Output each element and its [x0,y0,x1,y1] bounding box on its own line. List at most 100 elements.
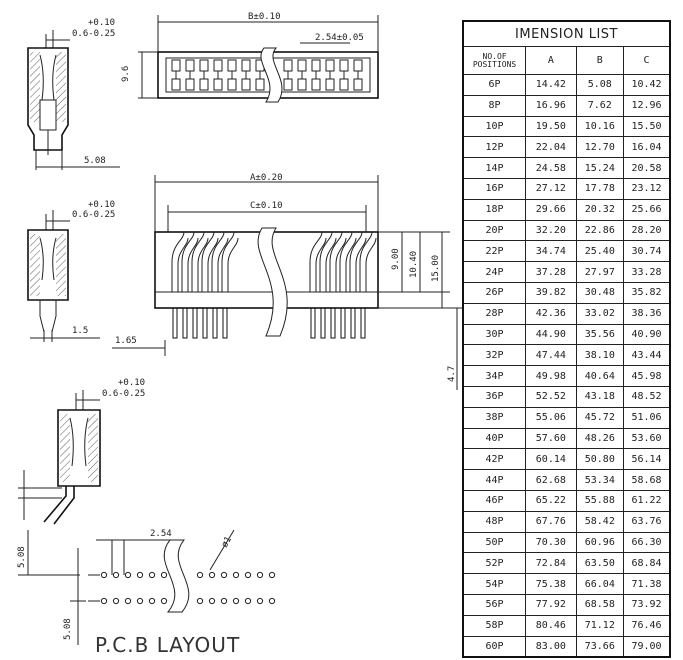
cell-b: 58.42 [575,510,625,533]
top-pin [339,78,349,91]
cell-b: 33.02 [575,302,625,325]
column-header-a: A [525,46,577,75]
pcb-hole [208,597,216,605]
pcb-hole [232,597,240,605]
cell-positions: 42P [462,448,527,471]
top-pin [241,59,251,72]
pcb-hole [148,597,156,605]
cell-a: 22.04 [525,136,577,159]
cell-c: 38.36 [623,302,671,325]
cell-positions: 56P [462,593,527,616]
top-pin [297,59,307,72]
top-pin [213,78,223,91]
front-contact [211,231,225,292]
front-contact [197,237,209,292]
front-lead [320,307,326,339]
cell-b: 15.24 [575,157,625,179]
cell-a: 83.00 [525,635,577,658]
front-contact [339,231,353,292]
lead-offset-label: 1.65 [115,336,137,346]
cell-a: 47.44 [525,344,577,367]
cell-b: 12.70 [575,136,625,159]
cell-positions: 60P [462,635,527,658]
pcb-hole [100,571,108,579]
cell-a: 16.96 [525,94,577,117]
side2-tolerance-range: 0.6-0.25 [72,210,115,220]
cell-c: 20.58 [623,157,671,179]
cell-positions: 38P [462,406,527,429]
cell-b: 50.80 [575,448,625,471]
cell-a: 60.14 [525,448,577,471]
pcb-hole [244,597,252,605]
cell-b: 27.97 [575,261,625,283]
cell-a: 75.38 [525,573,577,595]
cell-a: 44.90 [525,323,577,346]
cell-c: 73.92 [623,593,671,616]
cell-positions: 6P [462,74,527,96]
cell-c: 66.30 [623,531,671,554]
top-pin [199,59,209,72]
cell-a: 27.12 [525,177,577,200]
front-contact [349,231,363,292]
cell-positions: 22P [462,240,527,263]
lead-length-label: 4.7 [447,366,457,382]
cell-a: 32.20 [525,219,577,242]
pcb-hole [208,571,216,579]
pcb-vertical-2: 5.08 [63,618,73,640]
front-c-tolerance: C±0.10 [250,201,283,211]
front-contact [329,231,343,292]
cell-positions: 48P [462,510,527,533]
front-lead [212,307,218,339]
top-pin [283,59,293,72]
front-lead [202,307,208,339]
cell-b: 63.50 [575,552,625,575]
pcb-hole-label: ø1 [220,535,234,549]
front-contact [181,231,195,292]
pcb-hole [244,571,252,579]
pcb-vertical-1: 5.08 [17,546,27,568]
cell-b: 38.10 [575,344,625,367]
top-pin [339,59,349,72]
cell-b: 68.58 [575,593,625,616]
side1-width-label: 5.08 [84,156,106,166]
cell-positions: 40P [462,427,527,450]
cell-b: 5.08 [575,74,625,96]
top-height-label: 9.6 [121,66,131,82]
cell-positions: 34P [462,365,527,387]
cell-positions: 14P [462,157,527,179]
cell-positions: 30P [462,323,527,346]
top-pin [311,78,321,91]
cell-c: 40.90 [623,323,671,346]
front-lead [310,307,316,339]
top-pin [283,78,293,91]
front-contact [359,231,373,292]
pcb-layout: 2.54 ø1 5.08 5.08 P.C.B LAYOUT [17,529,276,657]
cell-c: 43.44 [623,344,671,367]
side2-tolerance-upper: +0.10 [88,200,115,210]
cell-a: 39.82 [525,281,577,304]
cell-b: 25.40 [575,240,625,263]
cell-a: 19.50 [525,115,577,138]
cell-c: 15.50 [623,115,671,138]
top-pin [297,78,307,91]
cell-b: 10.16 [575,115,625,138]
side3-tolerance-range: 0.6-0.25 [102,389,145,399]
front-contact [217,237,229,292]
cell-a: 14.42 [525,74,577,96]
cell-a: 77.92 [525,593,577,616]
cell-c: 79.00 [623,635,671,658]
pcb-hole [112,597,120,605]
side3-tolerance-upper: +0.10 [118,378,145,388]
cell-c: 48.52 [623,385,671,408]
front-contact [365,237,377,292]
front-contact [221,231,235,292]
side1-tolerance-range: 0.6-0.25 [72,29,115,39]
cell-positions: 20P [462,219,527,242]
